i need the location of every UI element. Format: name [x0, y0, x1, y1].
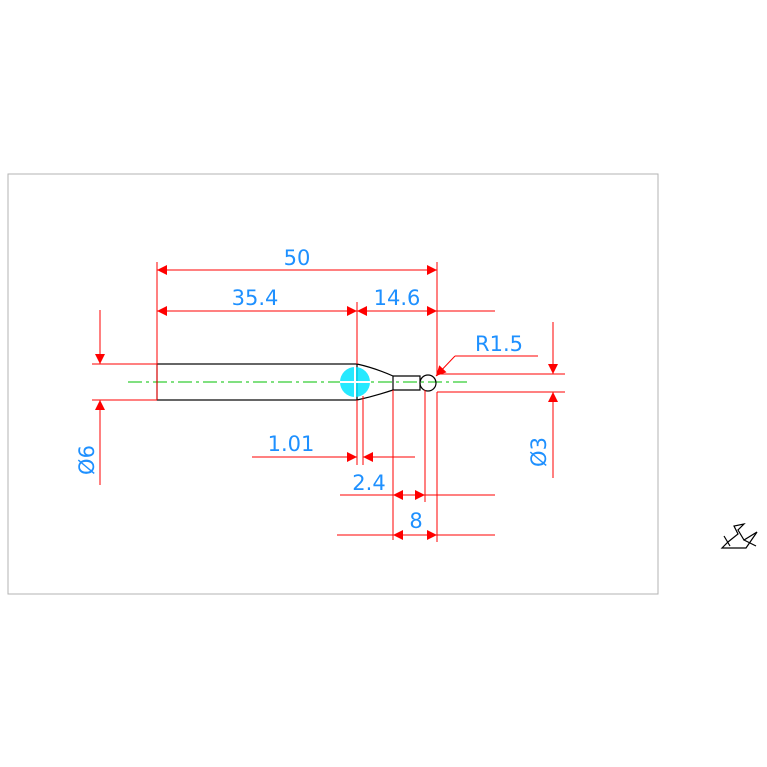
- dim-groove-label: 1.01: [268, 432, 315, 456]
- ball-tip: [419, 374, 437, 392]
- dim-shank-diameter-label: Ø6: [75, 445, 99, 475]
- dim-tip-segment: [337, 392, 495, 542]
- drawing-frame: [7, 173, 659, 595]
- dim-tip-diameter-label: Ø3: [527, 437, 551, 467]
- dim-shank-neck: [157, 302, 495, 364]
- dim-tip-segment-label: 8: [409, 509, 422, 533]
- dim-shank-diameter: [92, 310, 157, 485]
- dim-neck-offset-label: 2.4: [352, 471, 385, 495]
- dim-shank-label: 35.4: [232, 286, 279, 310]
- dim-radius-label: R1.5: [475, 332, 523, 356]
- ucs-icon: [720, 523, 758, 549]
- dim-neck-label: 14.6: [374, 286, 421, 310]
- dim-overall-label: 50: [284, 246, 311, 270]
- dim-overall: [156, 262, 438, 400]
- dim-tip-diameter: [437, 322, 565, 478]
- dim-radius: [435, 355, 538, 377]
- dim-groove: [252, 396, 415, 465]
- section-hatch: [340, 367, 370, 397]
